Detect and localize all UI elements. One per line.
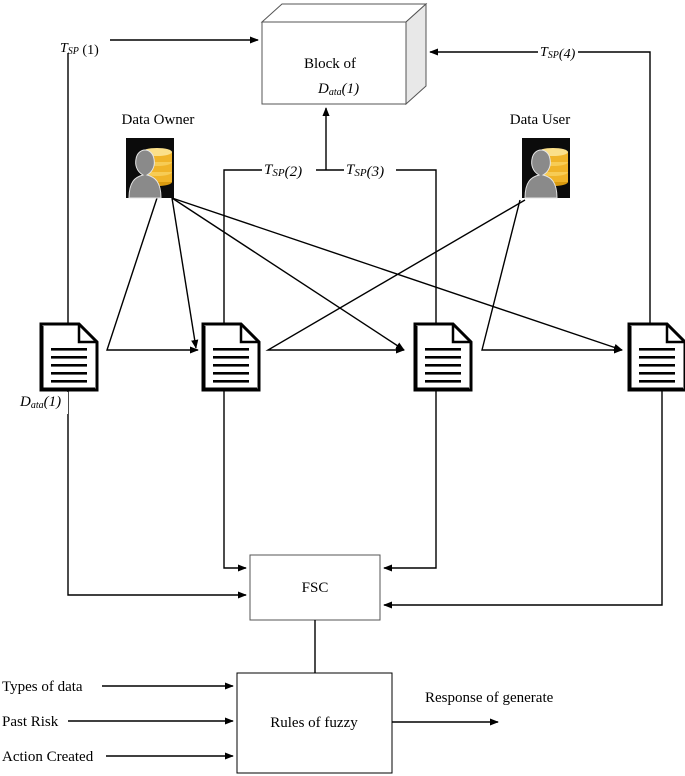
data-owner-icon <box>125 137 175 199</box>
data-user-icon <box>521 137 571 199</box>
tsp23-bracket <box>223 169 437 325</box>
fan-lines <box>106 197 623 354</box>
document-1-icon <box>39 322 99 392</box>
input-past-risk: Past Risk <box>2 714 59 730</box>
document-1-label: Data(1) <box>19 394 61 411</box>
tsp2-label: TSP(2) <box>264 162 302 180</box>
input-types-of-data: Types of data <box>2 679 83 695</box>
owner-to-doc3 <box>171 197 405 351</box>
block-of-data-cube: Block of Data(1) <box>260 2 428 106</box>
doc4-to-fsc-arrow <box>383 390 663 609</box>
block-data-label: Data(1) <box>317 81 359 98</box>
rules-label: Rules of fuzzy <box>270 715 358 731</box>
data-user-label: Data User <box>510 112 570 128</box>
tsp3-label: TSP(3) <box>346 162 384 180</box>
rules-of-fuzzy-box: Rules of fuzzy <box>236 672 393 774</box>
document-3-icon <box>413 322 473 392</box>
doc2-to-fsc-arrow <box>223 390 247 572</box>
tsp4-arrow <box>429 48 651 325</box>
tsp1-label: TSP (1) <box>60 41 99 58</box>
owner-to-doc2-bracket <box>106 197 199 354</box>
data-owner-label: Data Owner <box>122 112 195 128</box>
fsc-box: FSC <box>249 554 381 621</box>
fsc-label: FSC <box>302 580 329 596</box>
response-label: Response of generate <box>425 690 554 706</box>
user-to-doc4-bracket <box>481 199 623 354</box>
input-action-created: Action Created <box>2 749 94 765</box>
doc3-to-fsc-arrow <box>383 390 437 572</box>
tsp4-label: TSP(4) <box>540 45 576 62</box>
user-to-doc3-bracket <box>265 199 526 354</box>
owner-to-doc2-direct <box>171 197 199 349</box>
doc1-to-fsc-arrow <box>67 390 247 599</box>
document-2-icon <box>201 322 261 392</box>
connectors <box>67 36 663 760</box>
block-title: Block of <box>304 56 356 72</box>
document-4-icon <box>627 322 685 392</box>
